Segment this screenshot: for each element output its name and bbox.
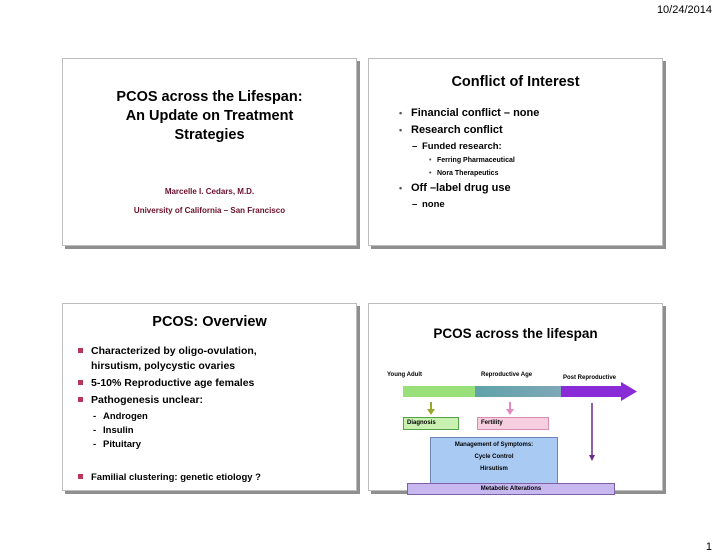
management-item-cycle-control: Cycle Control: [474, 454, 514, 460]
management-heading: Management of Symptoms:: [454, 442, 534, 448]
list-item-pathogenesis: Pathogenesis unclear:: [77, 393, 342, 408]
list-item-insulin: Insulin: [77, 424, 342, 438]
overview-list: Characterized by oligo-ovulation, hirsut…: [77, 344, 342, 487]
title-line-1: PCOS across the Lifespan:: [116, 89, 303, 105]
diagnosis-box: Diagnosis: [403, 417, 459, 430]
slide-heading: PCOS across the lifespan: [433, 326, 598, 341]
slide-conflict-of-interest: Conflict of Interest Financial conflict …: [368, 58, 663, 246]
slide-heading: Conflict of Interest: [451, 74, 580, 90]
author-affiliation: University of California – San Francisco: [133, 206, 286, 215]
title-line-2: An Update on Treatment: [125, 108, 294, 124]
slide-title: PCOS across the Lifespan: An Update on T…: [62, 58, 357, 246]
arrow-down-post-reproductive-icon: [589, 403, 595, 461]
timeline-arrowhead-icon: [621, 382, 637, 401]
header-date: 10/24/2014: [656, 4, 712, 16]
slide-heading: PCOS: Overview: [152, 314, 267, 330]
list-item-characterized: Characterized by oligo-ovulation, hirsut…: [77, 344, 342, 374]
list-item-text: hirsutism, polycystic ovaries: [91, 360, 236, 372]
list-item-androgen: Androgen: [77, 410, 342, 424]
list-item-funder-ferring: Ferring Pharmaceutical: [399, 154, 539, 167]
list-item-financial: Financial conflict – none: [399, 105, 539, 122]
lifespan-timeline-graphic: [403, 382, 637, 461]
title-line-3: Strategies: [174, 127, 245, 143]
arrow-down-fertility-icon: [506, 402, 514, 415]
list-item-funded: Funded research:: [399, 139, 539, 154]
arrow-down-diagnosis-icon: [427, 402, 435, 415]
timeline-segment-young-adult: [403, 386, 475, 397]
list-item-offlabel: Off –label drug use: [399, 180, 539, 197]
page-number: 1: [705, 541, 712, 553]
list-item-research: Research conflict: [399, 122, 539, 139]
slide-lifespan-diagram: PCOS across the lifespan Young Adult Rep…: [368, 303, 663, 495]
fertility-box: Fertility: [477, 417, 549, 430]
slide-pcos-overview: PCOS: Overview Characterized by oligo-ov…: [62, 303, 357, 491]
management-item-hirsutism: Hirsutism: [480, 466, 508, 472]
list-item-funder-nora: Nora Therapeutics: [399, 167, 539, 180]
metabolic-alterations-box: Metabolic Alterations: [407, 483, 615, 495]
phase-label-reproductive-age: Reproductive Age: [481, 372, 533, 378]
author-name: Marcelle I. Cedars, M.D.: [164, 187, 255, 196]
slide-title-heading: PCOS across the Lifespan: An Update on T…: [63, 88, 356, 145]
conflict-list: Financial conflict – none Research confl…: [399, 105, 539, 212]
list-item-prevalence: 5-10% Reproductive age females: [77, 376, 342, 391]
list-item-familial: Familial clustering: genetic etiology ?: [77, 470, 342, 485]
list-item-none: none: [399, 197, 539, 212]
phase-label-young-adult: Young Adult: [387, 372, 422, 378]
timeline-segment-post-reproductive: [561, 386, 621, 397]
list-spacer: [77, 452, 342, 470]
list-item-pituitary: Pituitary: [77, 438, 342, 452]
list-item-text: Characterized by oligo-ovulation,: [91, 345, 257, 357]
management-of-symptoms-box: Management of Symptoms: Cycle Control Hi…: [430, 437, 558, 484]
timeline-segment-reproductive: [475, 386, 561, 397]
phase-label-post-reproductive: Post Reproductive: [563, 375, 617, 381]
